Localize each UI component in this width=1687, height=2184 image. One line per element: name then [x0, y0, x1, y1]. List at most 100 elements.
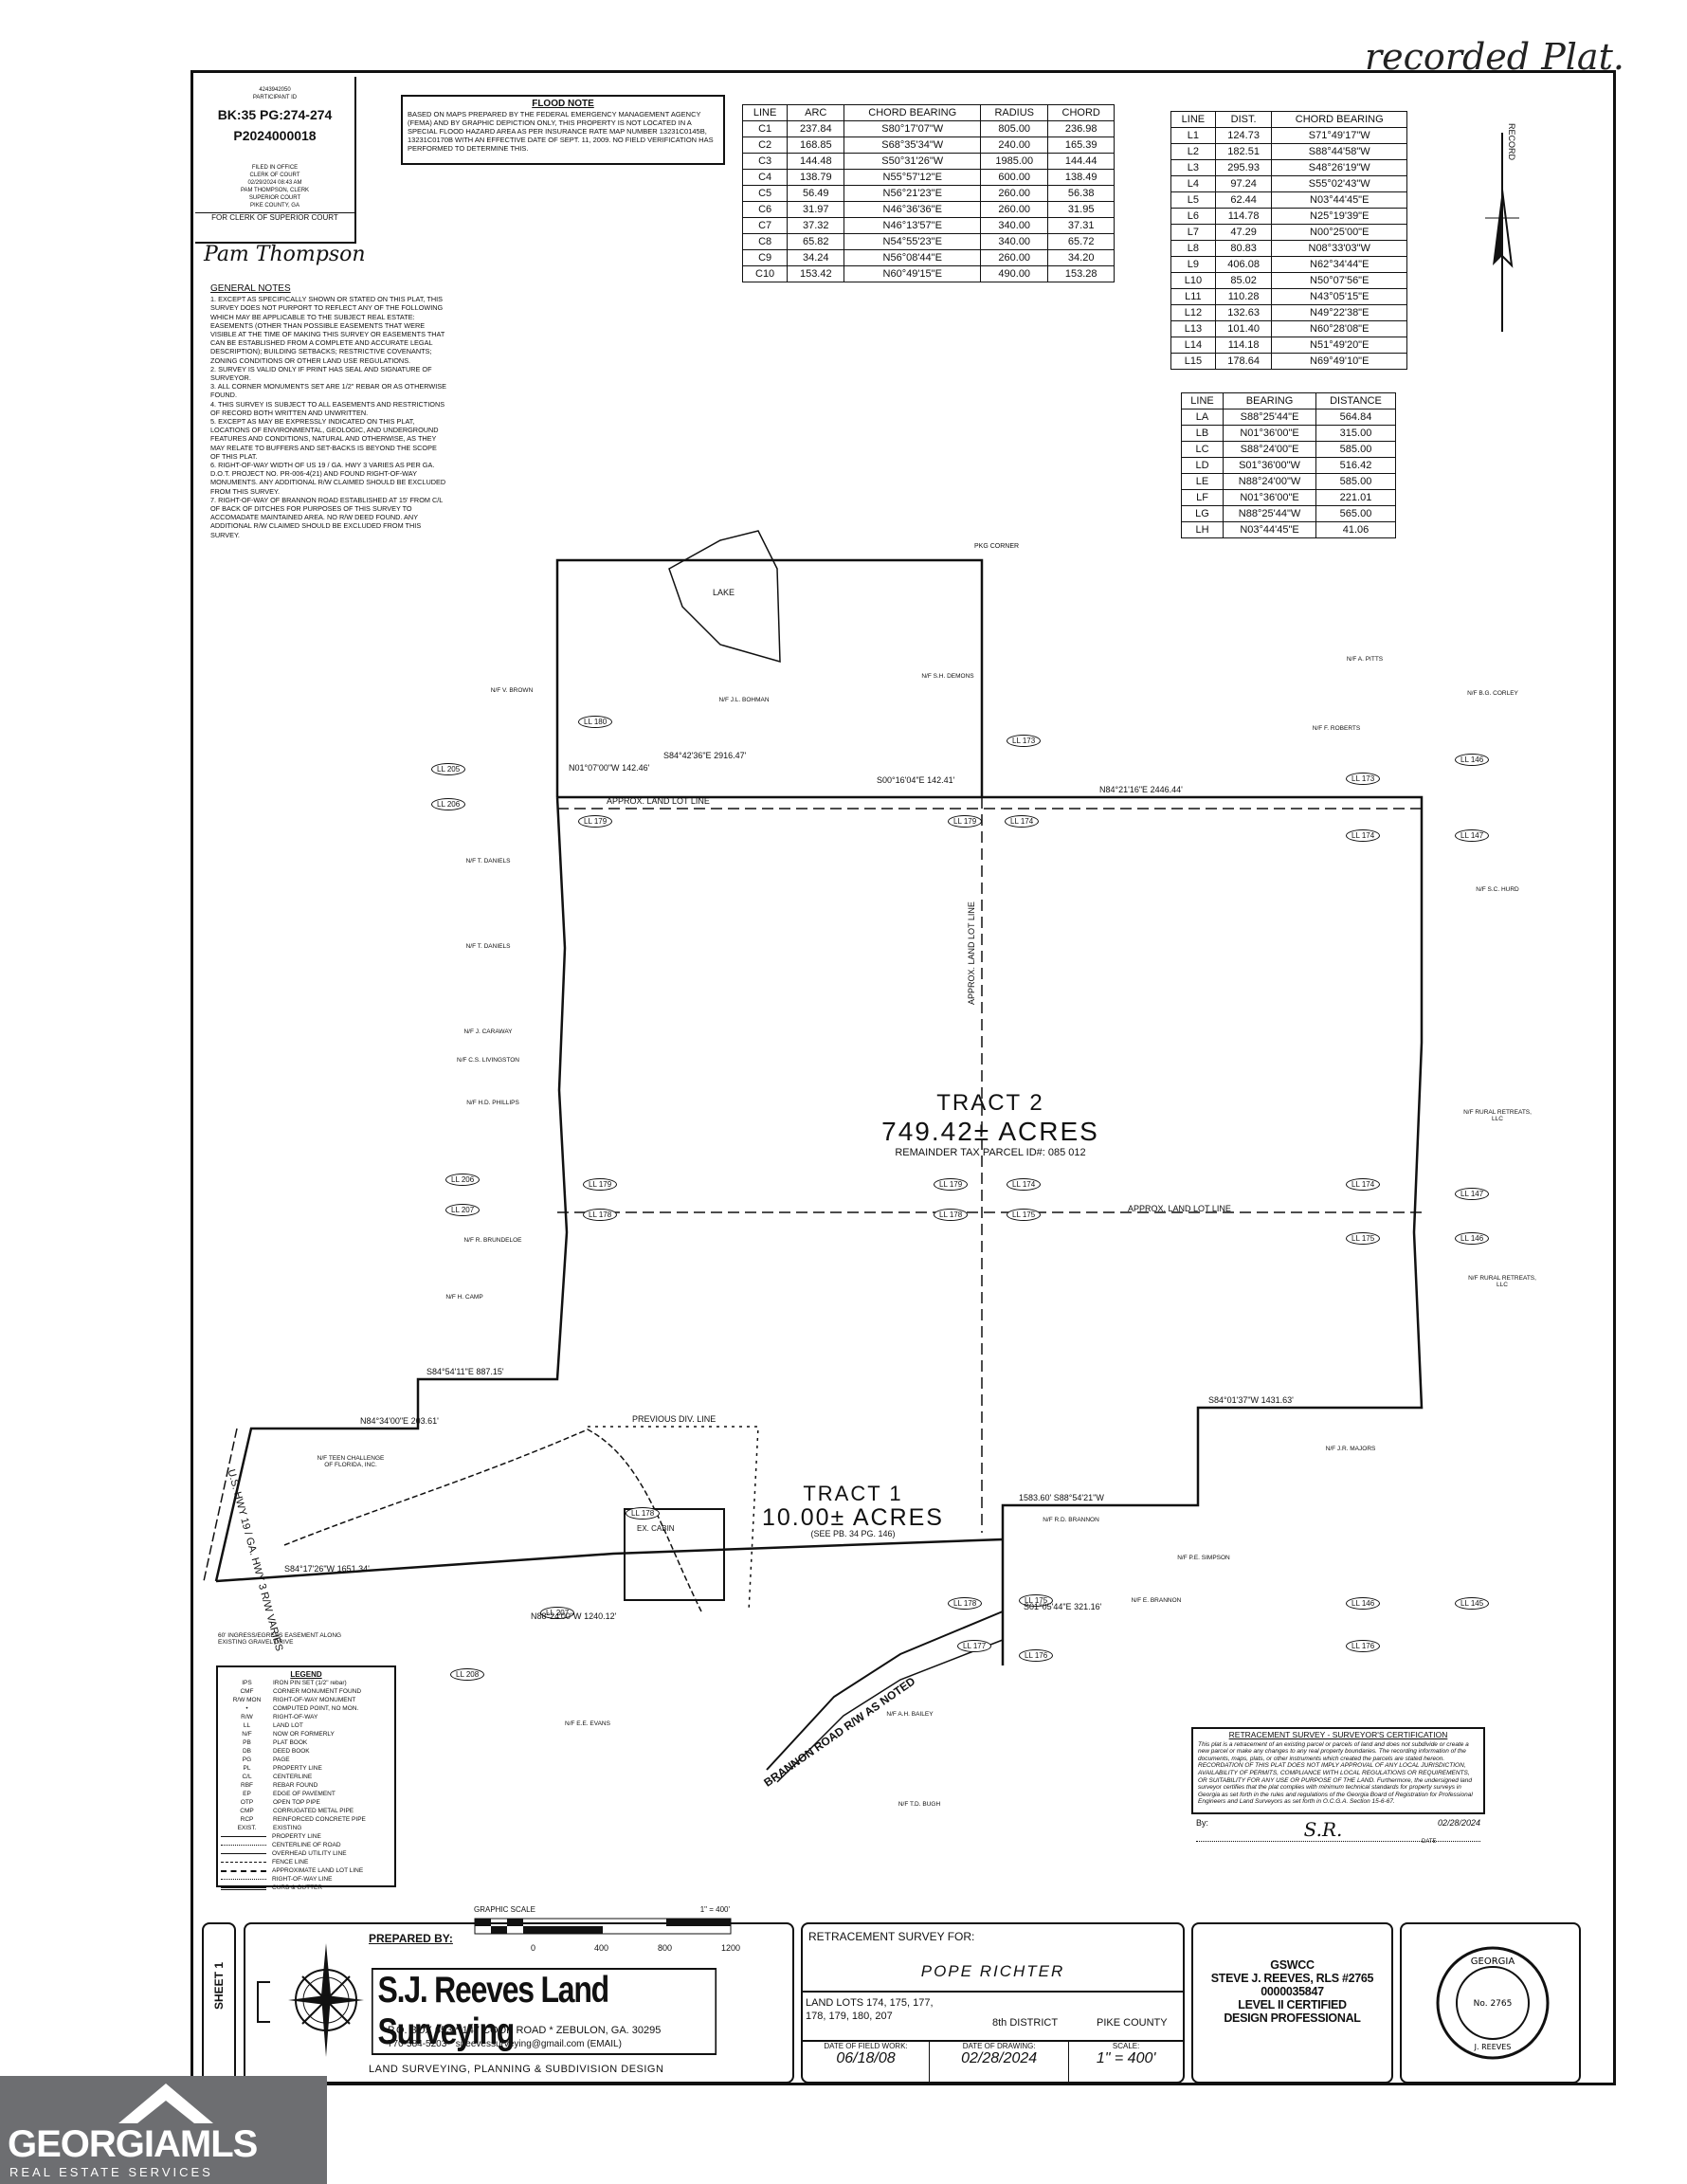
surveyor-certification: RETRACEMENT SURVEY - SURVEYOR'S CERTIFIC… — [1191, 1727, 1485, 1814]
legend-line-desc: FENCE LINE — [272, 1859, 309, 1866]
bearing-label: S00°16'04"E 142.41' — [877, 775, 955, 785]
table-cell: C10 — [741, 265, 789, 282]
land-lot-bubble: LL 176 — [1346, 1640, 1381, 1652]
adjoiner-label: N/F A. PITTS — [1346, 656, 1384, 663]
land-lot-bubble: LL 178 — [583, 1209, 618, 1221]
land-lot-bubble: LL 178 — [948, 1597, 983, 1610]
table-cell: 221.01 — [1315, 489, 1396, 506]
table-cell: 138.79 — [787, 169, 845, 186]
boundary-north-parcel — [555, 558, 984, 797]
tract2-parcel: REMAINDER TAX PARCEL ID#: 085 012 — [895, 1147, 1086, 1158]
bearing-label: S01°05'44"E 321.16' — [1024, 1602, 1102, 1611]
adjoiner-label: N/F T. DANIELS — [465, 943, 511, 950]
legend-desc: COMPUTED POINT, NO MON. — [273, 1705, 359, 1712]
land-lot-bubble: LL 177 — [957, 1640, 992, 1652]
legend-desc: RIGHT-OF-WAY — [273, 1714, 318, 1720]
clerk-signature: Pam Thompson — [204, 243, 366, 266]
legend-abbrev: • — [245, 1705, 248, 1712]
table-cell: S88°25'44"E — [1223, 409, 1316, 426]
table-cell: L5 — [1170, 191, 1216, 209]
legend-line-desc: CENTERLINE OF ROAD — [272, 1842, 341, 1848]
compass-rose-icon — [288, 1943, 364, 2057]
scale-title: GRAPHIC SCALE — [474, 1905, 535, 1914]
book-page: BK:35 PG:274-274 — [217, 107, 333, 122]
bearing-label: N84°34'00"E 203.61' — [360, 1416, 439, 1426]
general-note: 7. RIGHT-OF-WAY OF BRANNON ROAD ESTABLIS… — [210, 495, 444, 539]
legend-desc: PROPERTY LINE — [273, 1765, 322, 1772]
general-notes-title: GENERAL NOTES — [210, 283, 291, 294]
legend-line-item: APPROXIMATE LAND LOT LINE — [221, 1866, 391, 1875]
table-cell: L1 — [1170, 127, 1216, 144]
land-lot-bubble: LL 146 — [1455, 1232, 1490, 1245]
legend-abbrev: C/L — [242, 1774, 252, 1780]
legend-desc: CENTERLINE — [273, 1774, 313, 1780]
filed-line: FILED IN OFFICE — [251, 165, 299, 171]
scale-ratio: 1" = 400' — [699, 1905, 730, 1914]
table-cell: 340.00 — [980, 217, 1049, 234]
table-cell: L13 — [1170, 320, 1216, 337]
scale-value: 1" = 400' — [1096, 2050, 1156, 2066]
table-cell: L12 — [1170, 304, 1216, 321]
legend-line-desc: APPROXIMATE LAND LOT LINE — [272, 1867, 364, 1874]
general-notes: GENERAL NOTES 1. EXCEPT AS SPECIFICALLY … — [210, 283, 447, 539]
land-lot-bubble: LL 175 — [1019, 1594, 1054, 1607]
surveyor-signature: S.R. — [1303, 1818, 1343, 1841]
table-cell: N60°49'15"E — [844, 265, 982, 282]
legend-line-item: FENCE LINE — [221, 1858, 391, 1866]
tract2-name: TRACT 2 — [936, 1090, 1044, 1116]
by-label: By: — [1196, 1818, 1209, 1828]
scale-tick-label: 0 — [531, 1943, 536, 1953]
legend-line-desc: CURB & GUTTER — [272, 1884, 323, 1891]
pkg-corner-label: PKG CORNER — [974, 543, 1020, 550]
column-header: LINE — [741, 104, 789, 121]
adjoiner-label: N/F H.D. PHILLIPS — [466, 1100, 519, 1106]
column-header: LINE — [1180, 392, 1224, 410]
adjoiner-label: N/F R.D. BRANNON — [1043, 1517, 1099, 1523]
general-note: 4. THIS SURVEY IS SUBJECT TO ALL EASEMEN… — [210, 399, 445, 417]
legend-abbrev: RCP — [240, 1816, 254, 1823]
table-cell: N56°08'44"E — [844, 249, 982, 266]
field-date-label: DATE OF FIELD WORK: — [824, 2042, 908, 2050]
dates-row: DATE OF FIELD WORK:06/18/08 DATE OF DRAW… — [803, 2040, 1183, 2084]
gswcc: GSWCC — [1270, 1958, 1315, 1972]
company-name: S.J. Reeves Land Surveying — [372, 1968, 717, 2055]
adjoiner-label: N/F C.S. LIVINGSTON — [457, 1057, 519, 1064]
adjoiner-label: N/F J.L. BOHMAN — [718, 697, 770, 703]
company-services: LAND SURVEYING, PLANNING & SUBDIVISION D… — [369, 2064, 664, 2075]
north-record-label: RECORD — [1507, 123, 1516, 161]
legend-desc: OPEN TOP PIPE — [273, 1799, 320, 1806]
table-cell: N69°49'10"E — [1271, 353, 1407, 370]
table-cell: 114.18 — [1214, 337, 1273, 354]
adjoiner-label: N/F RURAL RETREATS, LLC — [1463, 1109, 1532, 1122]
general-note: 3. ALL CORNER MONUMENTS SET ARE 1/2" REB… — [210, 382, 446, 400]
legend-desc: CORRUGATED METAL PIPE — [273, 1808, 354, 1814]
land-lot-bubble: LL 208 — [450, 1668, 485, 1681]
land-lot-bubble: LL 206 — [445, 1174, 481, 1186]
table-cell: N50°07'56"E — [1271, 272, 1407, 289]
table-cell: S80°17'07"W — [844, 120, 982, 137]
adjoiner-label: N/F J. CARAWAY — [463, 1028, 513, 1035]
flood-note-text: BASED ON MAPS PREPARED BY THE FEDERAL EM… — [408, 110, 714, 153]
line-style-swatch — [221, 1870, 266, 1872]
adjoiner-label: N/F A.H. BAILEY — [886, 1711, 934, 1718]
road-line-2 — [776, 1639, 1004, 1783]
mls-tagline: REAL ESTATE SERVICES — [9, 2165, 213, 2179]
table-cell: C6 — [741, 201, 789, 218]
tract1-acres: 10.00± ACRES — [762, 1504, 944, 1531]
legend-line-desc: PROPERTY LINE — [272, 1833, 321, 1840]
table-cell: N08°33'03"W — [1271, 240, 1407, 257]
mls-brand: GEORGIAMLS — [8, 2123, 258, 2165]
design-professional: DESIGN PROFESSIONAL — [1224, 2011, 1361, 2025]
approx-ll-mid-label: APPROX. LAND LOT LINE — [1128, 1204, 1231, 1213]
